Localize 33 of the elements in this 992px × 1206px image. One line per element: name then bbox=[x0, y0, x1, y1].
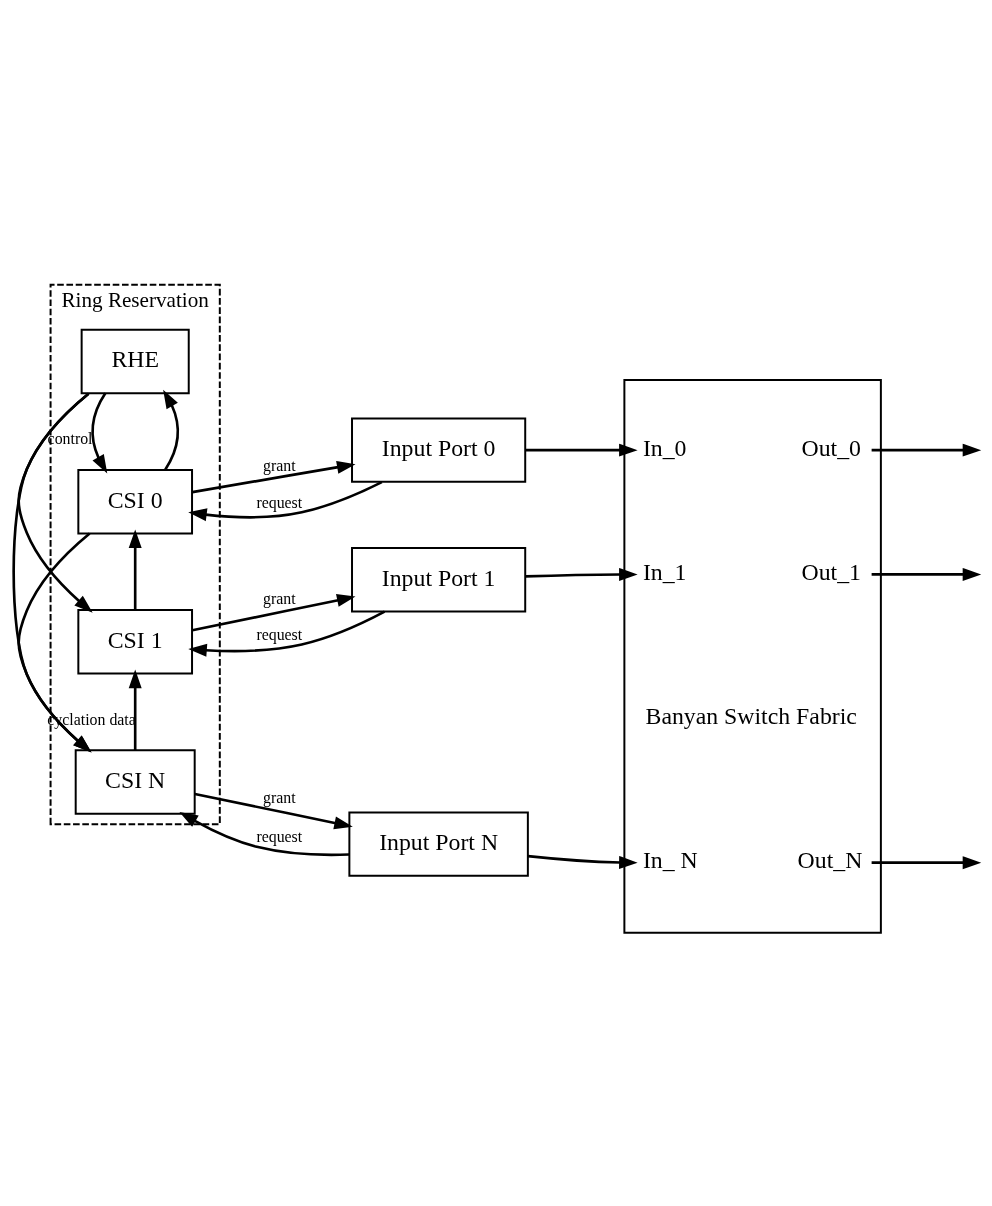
arrow bbox=[163, 389, 180, 471]
node-box: Input Port N bbox=[348, 810, 529, 877]
edge-label: request bbox=[256, 625, 303, 643]
node-box: Input Port 1 bbox=[351, 546, 527, 612]
edge-label: control bbox=[47, 429, 93, 447]
arrow bbox=[17, 531, 92, 752]
edge-label: grant bbox=[263, 788, 296, 806]
node-box: CSI N bbox=[74, 748, 196, 815]
arrow bbox=[871, 443, 982, 457]
arrow bbox=[871, 567, 982, 581]
node-box: RHE bbox=[80, 328, 190, 394]
edge-label: request bbox=[256, 493, 303, 511]
arrow bbox=[188, 480, 383, 521]
node-box: CSI 0 bbox=[77, 468, 194, 534]
arrow bbox=[871, 855, 982, 869]
arrow bbox=[192, 593, 356, 632]
arrow bbox=[12, 392, 92, 752]
arrow bbox=[194, 792, 353, 829]
arrow bbox=[527, 854, 638, 869]
arrow bbox=[128, 669, 142, 750]
arrow bbox=[179, 811, 350, 856]
arrow bbox=[128, 528, 142, 610]
node-box: In_0 Out_0 In_1 Out_1 Banyan Switch Fabric In_ N Out_N bbox=[623, 378, 882, 934]
arrow bbox=[192, 460, 356, 493]
arrow bbox=[525, 443, 638, 457]
arrow bbox=[188, 610, 386, 657]
arrow bbox=[91, 392, 108, 473]
node-box: CSI 1 bbox=[77, 608, 194, 675]
edge-label: grant bbox=[263, 589, 296, 607]
node-box: Input Port 0 bbox=[351, 416, 527, 483]
arrow bbox=[525, 567, 638, 581]
edge-label: request bbox=[256, 827, 303, 845]
edge-label: grant bbox=[263, 456, 296, 474]
